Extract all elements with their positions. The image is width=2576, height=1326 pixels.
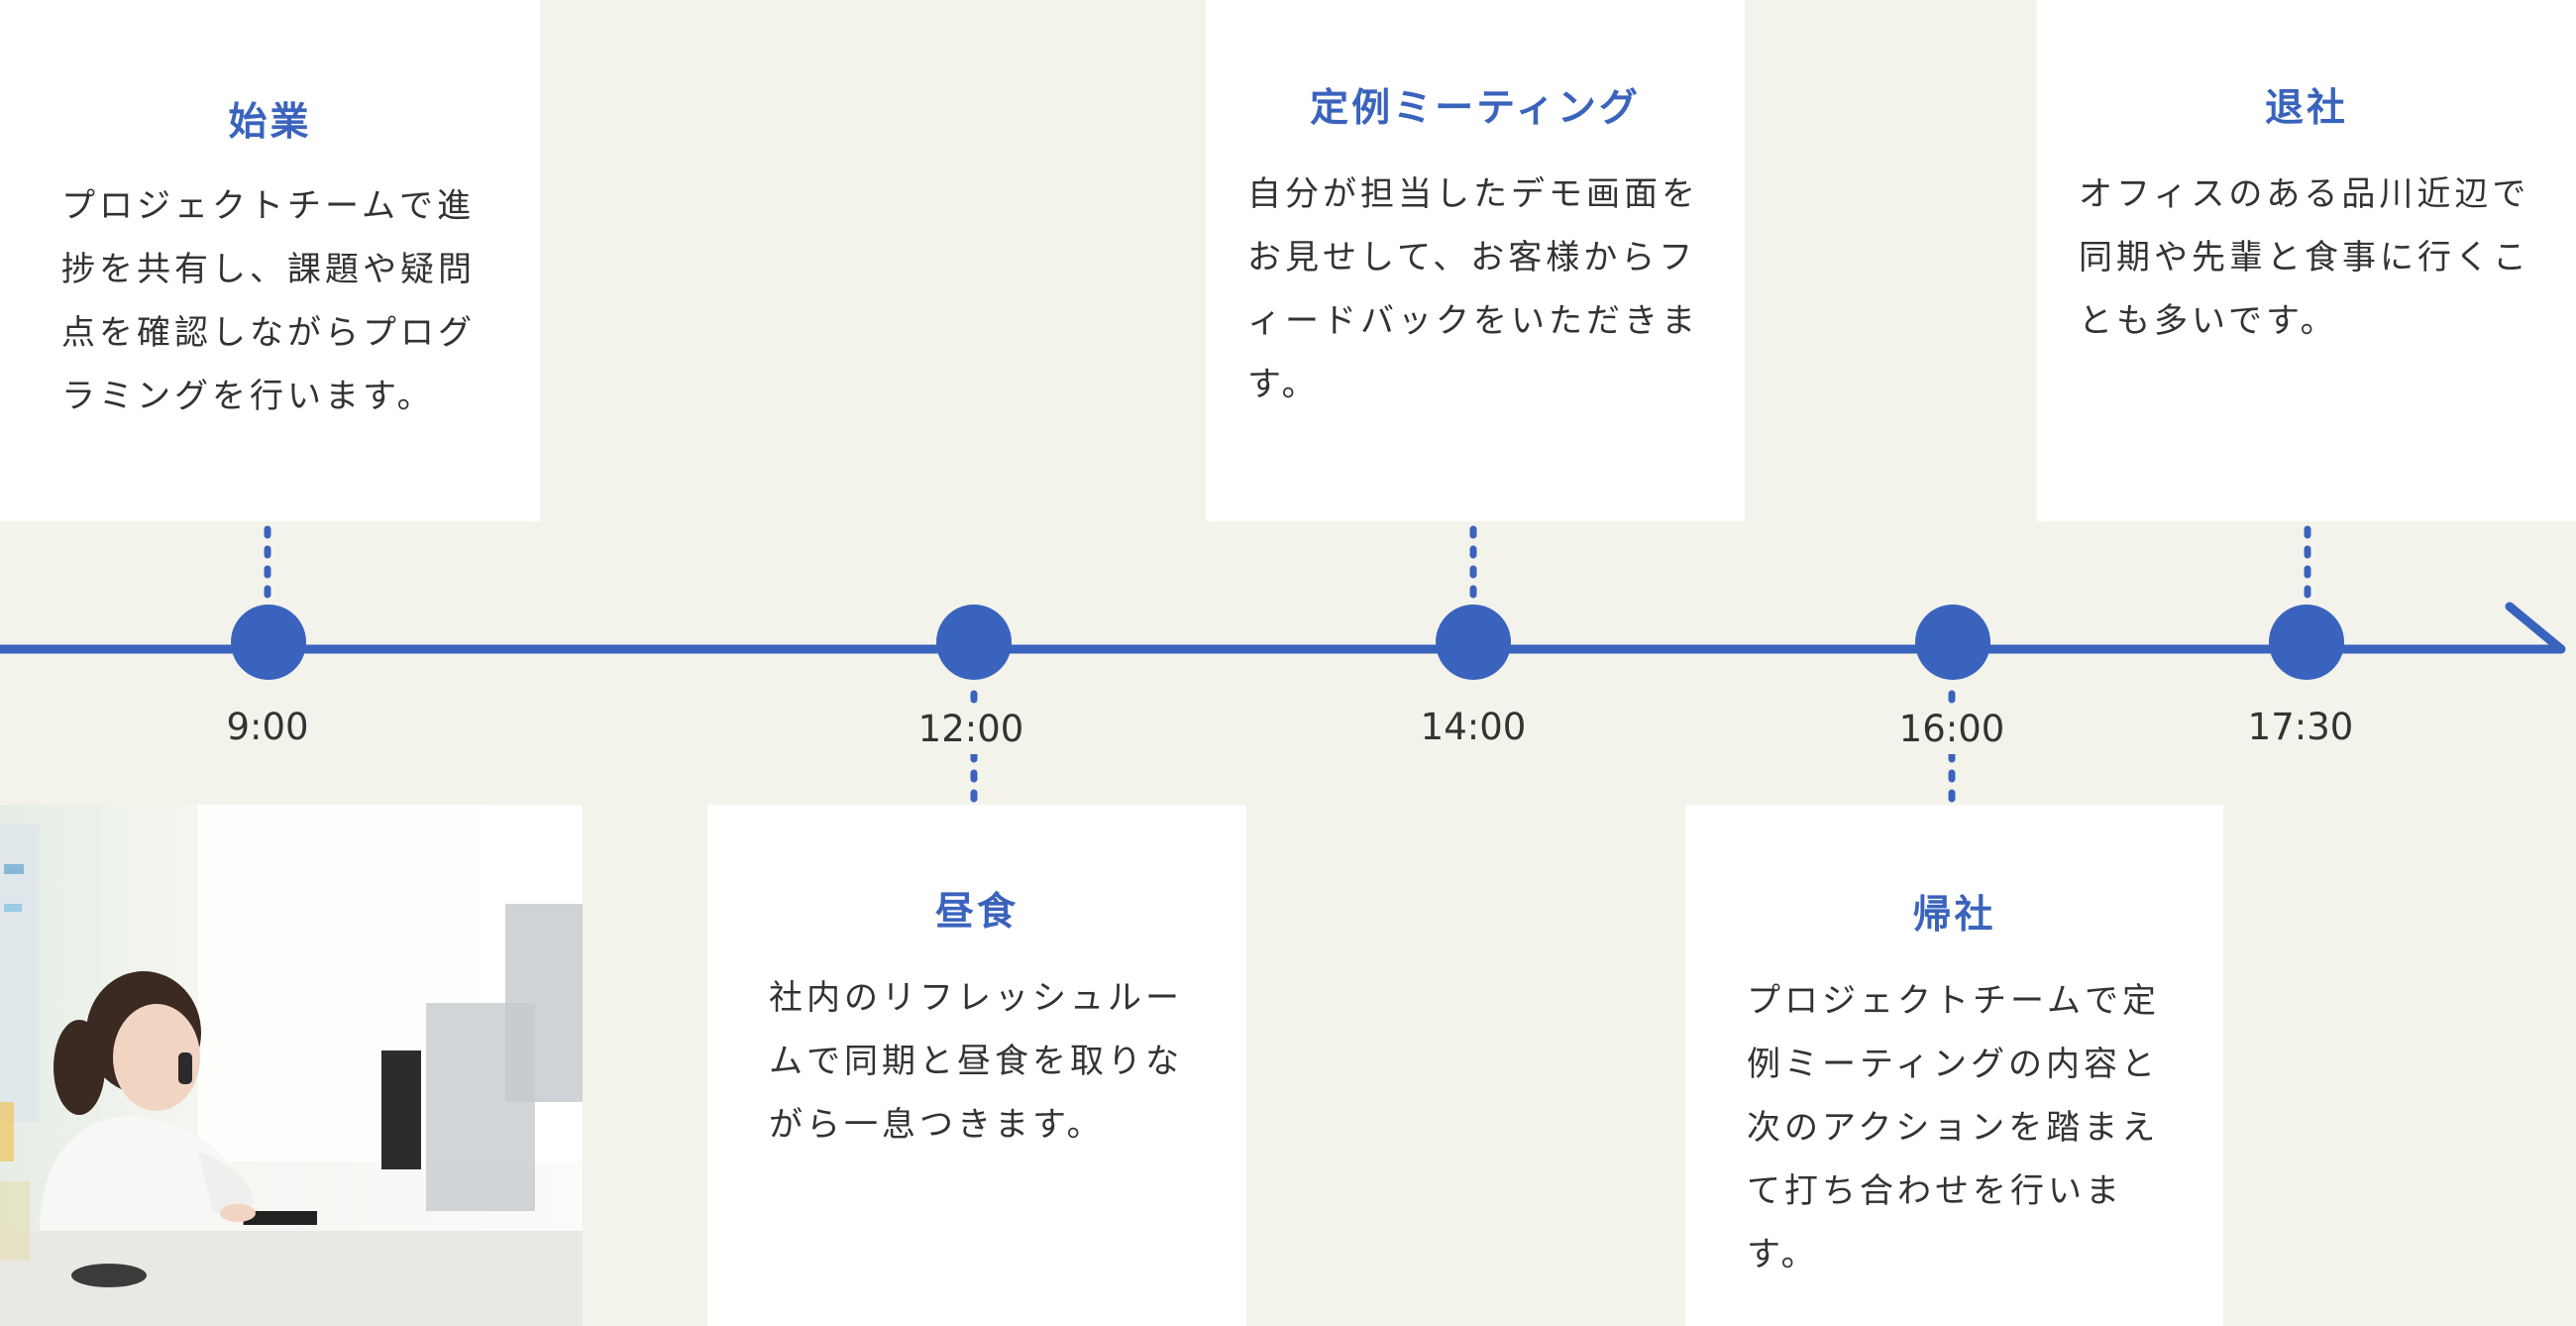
time-label: 16:00 bbox=[1853, 704, 2051, 754]
event-title: 退社 bbox=[2264, 86, 2348, 131]
event-card-lunch: 昼食 社内のリフレッシュルームで同期と昼食を取りながら一息つきます。 bbox=[707, 805, 1246, 1326]
event-description: 自分が担当したデモ画面をお見せして、お客様からフィードバックをいただきます。 bbox=[1247, 174, 1699, 404]
office-worker-photo bbox=[0, 805, 583, 1326]
event-card-meeting: 定例ミーティング 自分が担当したデモ画面をお見せして、お客様からフィードバックを… bbox=[1206, 0, 1745, 521]
event-title: 昼食 bbox=[934, 890, 1019, 935]
event-description: 社内のリフレッシュルームで同期と昼食を取りながら一息つきます。 bbox=[769, 978, 1183, 1145]
event-card-start: 始業 プロジェクトチームで進捗を共有し、課題や疑問点を確認しながらプログラミング… bbox=[0, 0, 540, 521]
timeline-node-14 bbox=[1436, 605, 1511, 680]
event-description: プロジェクトチームで進捗を共有し、課題や疑問点を確認しながらプログラミングを行い… bbox=[61, 186, 476, 416]
timeline-node-12 bbox=[936, 605, 1012, 680]
event-title: 始業 bbox=[228, 100, 312, 145]
event-card-return: 帰社 プロジェクトチームで定例ミーティングの内容と次のアクションを踏まえて打ち合… bbox=[1685, 805, 2223, 1326]
event-card-leave: 退社 オフィスのある品川近辺で同期や先輩と食事に行くことも多いです。 bbox=[2037, 0, 2576, 521]
time-label: 17:30 bbox=[2247, 706, 2354, 748]
timeline-arrowhead bbox=[2505, 602, 2566, 654]
timeline-node-16 bbox=[1915, 605, 1990, 680]
time-label: 9:00 bbox=[226, 706, 309, 748]
event-description: プロジェクトチームで定例ミーティングの内容と次のアクションを踏まえて打ち合わせを… bbox=[1747, 981, 2160, 1274]
event-title: 帰社 bbox=[1912, 893, 1996, 938]
event-title: 定例ミーティング bbox=[1310, 86, 1641, 131]
timeline-node-9 bbox=[231, 605, 306, 680]
timeline-node-1730 bbox=[2269, 605, 2344, 680]
time-label: 14:00 bbox=[1420, 706, 1527, 748]
time-label: 12:00 bbox=[872, 704, 1070, 754]
event-description: オフィスのある品川近辺で同期や先輩と食事に行くことも多いです。 bbox=[2079, 174, 2530, 341]
